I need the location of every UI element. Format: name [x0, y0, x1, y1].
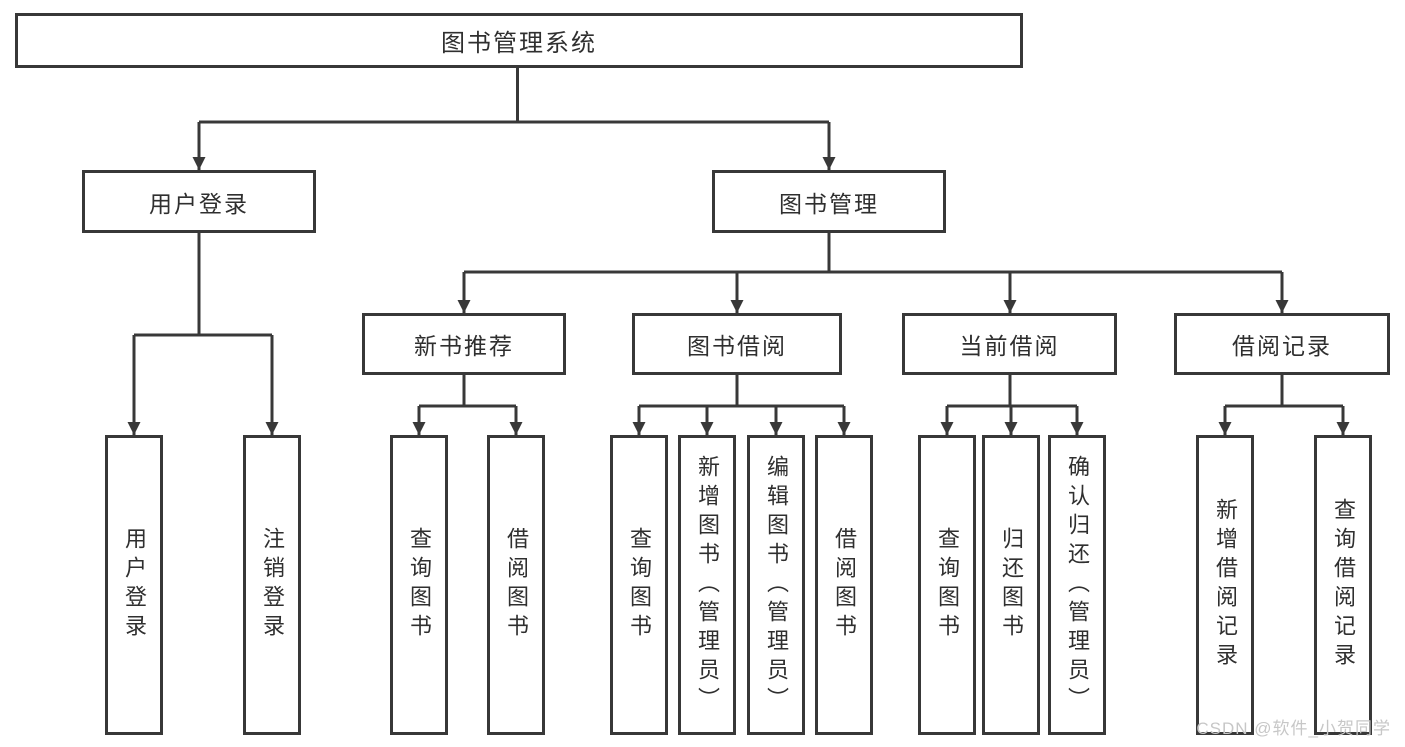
node-book-borrowing-label: 图书借阅: [687, 333, 787, 359]
leaf-edit-book-admin: 编辑图书（管理员）: [747, 435, 805, 735]
node-current-borrowing-label: 当前借阅: [959, 333, 1060, 359]
csdn-watermark: CSDN @软件_小贺同学: [1196, 719, 1391, 738]
leaf-add-book-admin-label: 新增图书（管理员）: [695, 454, 720, 716]
node-book-management-label: 图书管理: [779, 190, 879, 217]
node-user-login: 用户登录: [82, 170, 316, 233]
leaf-logout-label: 注销登录: [260, 527, 285, 643]
leaf-add-borrow-record: 新增借阅记录: [1196, 435, 1254, 735]
leaf-add-borrow-record-label: 新增借阅记录: [1213, 498, 1238, 672]
node-book-management: 图书管理: [712, 170, 946, 233]
leaf-query-book-2-label: 查询图书: [627, 527, 652, 643]
leaf-add-book-admin: 新增图书（管理员）: [678, 435, 736, 735]
node-new-book-recommend-label: 新书推荐: [414, 333, 514, 359]
node-borrowing-records-label: 借阅记录: [1232, 333, 1332, 359]
node-user-login-label: 用户登录: [149, 190, 249, 217]
leaf-logout: 注销登录: [243, 435, 301, 735]
leaf-return-book: 归还图书: [982, 435, 1040, 735]
leaf-edit-book-admin-label: 编辑图书（管理员）: [764, 454, 789, 716]
node-book-borrowing: 图书借阅: [632, 313, 842, 375]
leaf-query-borrow-record: 查询借阅记录: [1314, 435, 1372, 735]
leaf-return-book-label: 归还图书: [999, 527, 1024, 643]
leaf-query-book-3-label: 查询图书: [935, 527, 960, 643]
node-borrowing-records: 借阅记录: [1174, 313, 1390, 375]
leaf-borrow-book-1-label: 借阅图书: [504, 527, 529, 643]
node-root-label: 图书管理系统: [441, 30, 597, 57]
node-current-borrowing: 当前借阅: [902, 313, 1117, 375]
leaf-query-book-1-label: 查询图书: [407, 527, 432, 643]
leaf-confirm-return-admin: 确认归还（管理员）: [1048, 435, 1106, 735]
node-root: 图书管理系统: [15, 13, 1023, 68]
leaf-borrow-book-1: 借阅图书: [487, 435, 545, 735]
leaf-borrow-book-2-label: 借阅图书: [832, 527, 857, 643]
leaf-user-login-label: 用户登录: [122, 527, 147, 643]
leaf-query-book-3: 查询图书: [918, 435, 976, 735]
leaf-confirm-return-admin-label: 确认归还（管理员）: [1065, 454, 1090, 716]
leaf-user-login: 用户登录: [105, 435, 163, 735]
leaf-query-book-2: 查询图书: [610, 435, 668, 735]
leaf-borrow-book-2: 借阅图书: [815, 435, 873, 735]
node-new-book-recommend: 新书推荐: [362, 313, 566, 375]
leaf-query-book-1: 查询图书: [390, 435, 448, 735]
leaf-query-borrow-record-label: 查询借阅记录: [1331, 498, 1356, 672]
